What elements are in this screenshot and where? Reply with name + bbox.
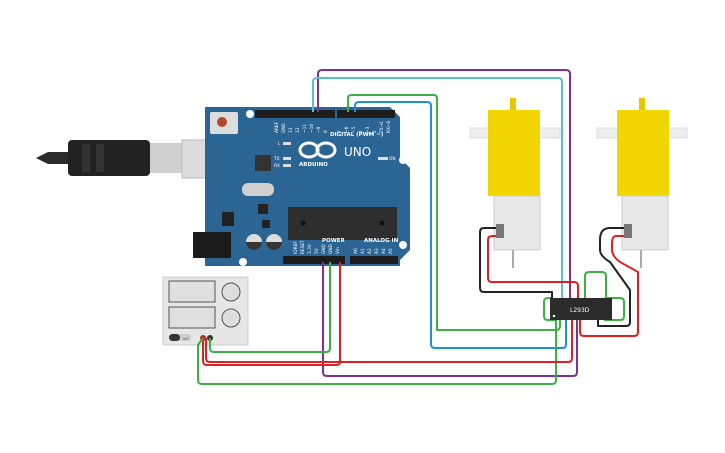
led-label-l: L (278, 141, 281, 147)
svg-text:2: 2 (372, 130, 378, 133)
digital-header-low[interactable] (337, 110, 395, 118)
svg-text:A4: A4 (381, 248, 387, 254)
wire-blue-pin5 (354, 101, 567, 349)
dc-motor-2[interactable] (596, 98, 688, 268)
led-label-rx: RX (274, 163, 280, 169)
svg-text:RESET: RESET (300, 240, 306, 254)
wire-green-supply-neg (209, 262, 331, 353)
power-label: POWER (322, 238, 346, 244)
usb-chip (255, 155, 271, 171)
wire-red-motor2 (579, 235, 639, 337)
svg-text:4: 4 (358, 130, 364, 133)
current-knob[interactable] (221, 308, 241, 328)
svg-text:12: 12 (295, 127, 301, 133)
wire-red-motor1 (487, 235, 579, 298)
svg-text:TX→1: TX→1 (379, 121, 385, 134)
svg-text:GND: GND (281, 122, 287, 133)
model-label: UNO (344, 145, 371, 159)
arduino-logo (298, 141, 337, 159)
power-header[interactable] (283, 256, 345, 264)
wire-green-pin6 (347, 94, 561, 331)
svg-text:IOREF: IOREF (293, 241, 299, 254)
digital-pin-labels: AREF GND 13 12 ~11 ~10 ~9 8 7 ~6 ~5 4 ~3… (274, 120, 392, 134)
current-display (168, 306, 216, 329)
on-label: ON (389, 156, 396, 162)
svg-text:A5: A5 (388, 248, 394, 254)
power-supply[interactable]: OFF (162, 276, 249, 346)
svg-text:GND: GND (328, 243, 334, 254)
wire-purple-pin9 (317, 69, 571, 298)
led-label-tx: TX (273, 156, 280, 162)
power-pin-labels: IOREF RESET 3.3V 5V GND GND Vin (293, 240, 341, 254)
voltage-display (168, 280, 216, 303)
svg-text:A3: A3 (374, 248, 380, 254)
atmega-chip (288, 207, 397, 240)
svg-text:~5: ~5 (351, 126, 357, 133)
digital-label: DIGITAL (PWM ~) (330, 132, 384, 138)
wire-purple-gnd (322, 262, 578, 377)
wire-black-motor2 (597, 227, 631, 327)
switch-label: OFF (183, 337, 189, 341)
crystal (242, 183, 274, 196)
svg-text:13: 13 (288, 127, 294, 133)
svg-text:~10: ~10 (309, 124, 315, 133)
svg-text:A0: A0 (353, 248, 359, 254)
dc-motor-1[interactable] (469, 98, 561, 268)
svg-text:GND: GND (321, 243, 327, 254)
wire-green-ground-bus (197, 320, 557, 385)
l293d-driver-chip[interactable]: L293D (550, 298, 612, 320)
brand-label: ARDUINO (299, 162, 328, 168)
voltage-knob[interactable] (221, 282, 241, 302)
svg-text:7: 7 (337, 130, 343, 133)
svg-text:5V: 5V (314, 248, 320, 254)
svg-text:~6: ~6 (344, 126, 350, 133)
svg-text:~9: ~9 (316, 126, 322, 133)
svg-text:8: 8 (323, 130, 329, 133)
power-jack[interactable] (193, 232, 231, 258)
wire-red-supply-pos (202, 262, 341, 366)
analog-label: ANALOG IN (364, 238, 399, 244)
svg-text:Vin: Vin (335, 247, 341, 254)
svg-text:~11: ~11 (302, 124, 308, 133)
analog-header[interactable] (350, 256, 398, 264)
wire-cyan-pin10 (312, 77, 563, 298)
chip-label: L293D (570, 307, 590, 314)
svg-text:RX←0: RX←0 (386, 120, 392, 133)
svg-text:AREF: AREF (274, 121, 280, 133)
svg-text:A1: A1 (360, 248, 366, 254)
svg-text:A2: A2 (367, 248, 373, 254)
svg-text:~3: ~3 (365, 126, 371, 133)
arduino-uno-board[interactable]: L TX RX ON ARDUINO UNO DIGITAL (PWM ~) P… (193, 107, 410, 266)
wire-red-bus (205, 320, 573, 363)
digital-header-high[interactable] (255, 110, 335, 118)
wire-black-motor1 (479, 227, 553, 298)
wires[interactable] (197, 69, 639, 385)
svg-text:3.3V: 3.3V (307, 244, 313, 254)
analog-pin-labels: A0 A1 A2 A3 A4 A5 (353, 248, 394, 254)
